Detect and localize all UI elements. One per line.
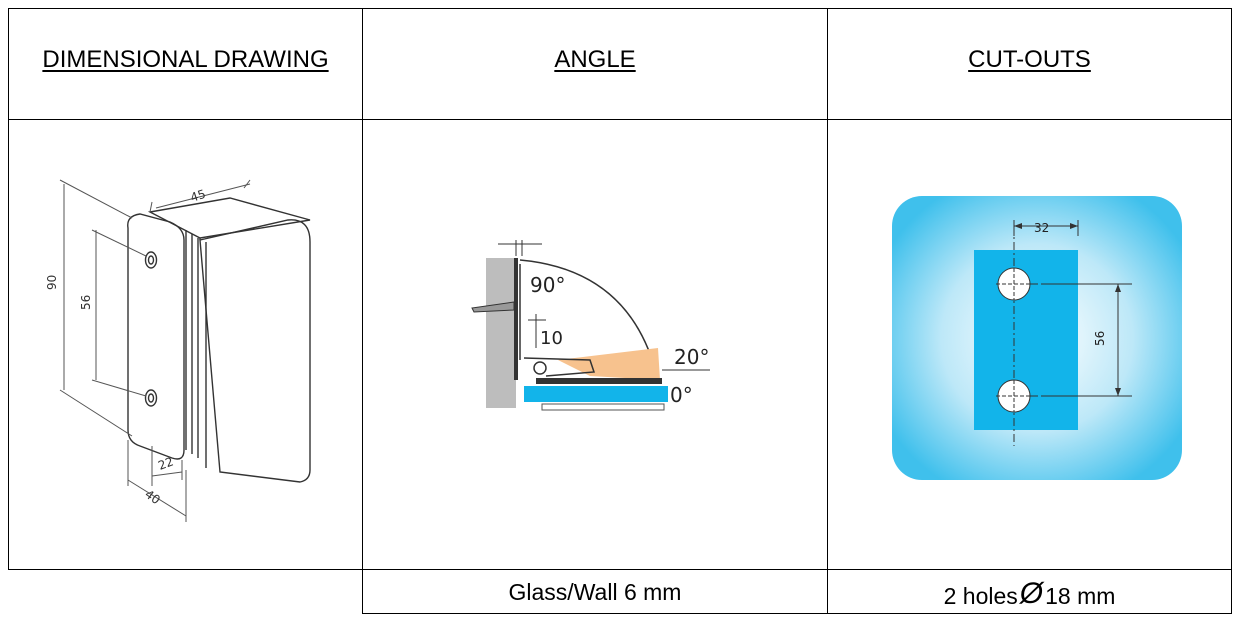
dim-width: 40	[142, 487, 163, 507]
caption-cut-outs-suffix: 18 mm	[1045, 582, 1116, 609]
glass-wedge	[471, 301, 515, 313]
angle-mid-label: 20°	[674, 345, 709, 369]
dim-hole-spacing: 56	[79, 295, 93, 310]
header-dimensional-drawing: DIMENSIONAL DRAWING	[42, 46, 329, 73]
table-divider-col1	[362, 8, 363, 614]
diameter-symbol: Ø	[1019, 577, 1044, 610]
angle-offset-label: 10	[540, 328, 563, 349]
dim-offset: 22	[156, 454, 175, 472]
caption-cut-outs: 2 holes Ø 18 mm	[828, 574, 1231, 618]
dim-overall-height: 90	[45, 275, 59, 290]
table-border-left	[8, 8, 9, 570]
table-divider-body	[8, 569, 1232, 570]
table-border-top	[8, 8, 1232, 9]
table-divider-col2	[827, 8, 828, 614]
angle-wedge	[558, 348, 660, 380]
cutouts-drawing-figure: 32 56	[892, 196, 1182, 480]
table-border-right	[1231, 8, 1232, 614]
caption-angle: Glass/Wall 6 mm	[508, 578, 682, 605]
angle-closed-label: 0°	[670, 383, 693, 407]
dimensional-drawing-figure: 90 56 45 22 40	[45, 179, 311, 522]
angle-drawing-figure: 90° 10 20° 0°	[471, 240, 710, 411]
angle-open-label: 90°	[530, 273, 565, 297]
header-angle: ANGLE	[554, 46, 636, 73]
dim-depth: 45	[189, 187, 208, 205]
header-cut-outs: CUT-OUTS	[968, 46, 1091, 73]
caption-cut-outs-prefix: 2 holes	[943, 582, 1018, 609]
glass-panel	[524, 386, 668, 402]
wall-block	[486, 258, 516, 408]
table-divider-header	[8, 119, 1232, 120]
cutout-spacing-label: 56	[1093, 331, 1107, 346]
wall-edge	[514, 258, 518, 380]
cutout-width-label: 32	[1034, 221, 1049, 235]
